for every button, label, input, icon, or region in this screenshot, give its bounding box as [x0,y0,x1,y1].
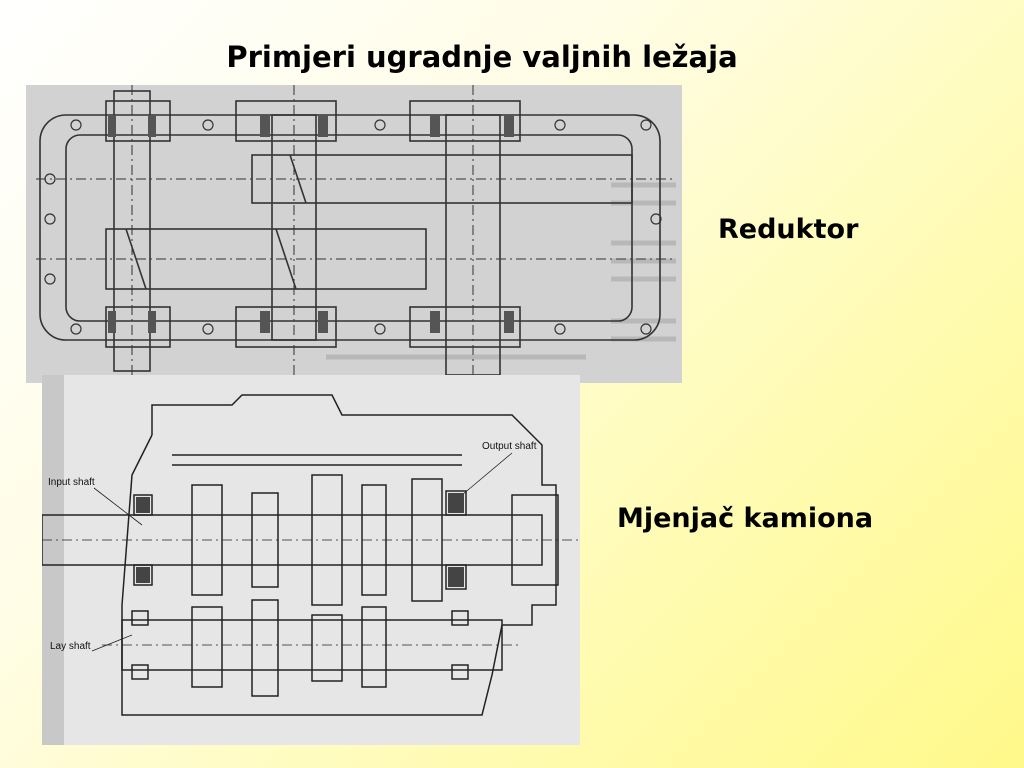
gearbox-label: Mjenjač kamiona [617,503,874,534]
reduktor-drawing [26,85,682,383]
slide-title: Primjeri ugradnje valjnih ležaja [226,40,738,74]
truck-gearbox-drawing: Input shaft Output shaft Lay shaft [42,375,580,745]
gearbox-schematic: Input shaft Output shaft Lay shaft [42,375,580,745]
lay-shaft-callout: Lay shaft [50,641,91,652]
reduktor-schematic [26,85,682,383]
output-shaft-callout: Output shaft [482,441,537,452]
reduktor-label: Reduktor [718,214,859,245]
input-shaft-callout: Input shaft [48,477,95,488]
